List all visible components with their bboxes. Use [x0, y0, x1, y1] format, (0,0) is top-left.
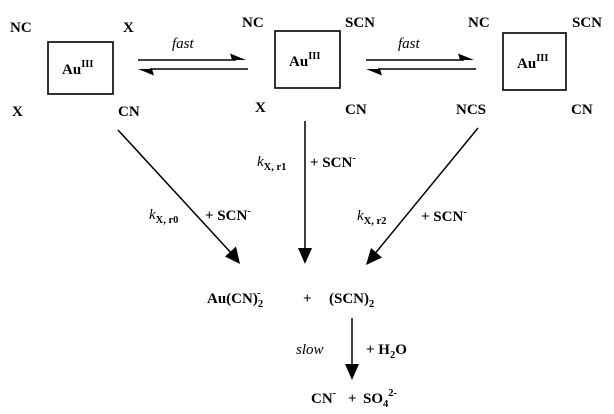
complex-2: AuIII NC SCN X CN [242, 15, 375, 118]
reverse-half-arrowhead [138, 69, 154, 76]
complex-3-ligand-bottom-right: CN [571, 102, 593, 118]
cyanide-product: CN- [311, 388, 337, 407]
rate-constant-r0: kX, r0 [149, 207, 178, 226]
complex-2-ligand-bottom-right: CN [345, 102, 367, 118]
complex-1-ligand-bottom-left: X [12, 104, 23, 120]
complex-1-box [47, 41, 114, 95]
arrowhead [366, 248, 382, 265]
sulfate-product: SO42- [363, 388, 398, 410]
complex-3-center: AuIII [517, 53, 548, 72]
complex-3-ligand-top-left: NC [468, 15, 490, 31]
equilibrium-arrow-2: fast [366, 36, 476, 76]
gold-dicyanide-product: Au(CN)2- [207, 288, 263, 310]
complex-2-ligand-top-left: NC [242, 15, 264, 31]
reverse-half-arrowhead [366, 69, 382, 76]
rate-arrow-r1: kX, r1 + SCN- [257, 121, 356, 264]
hydrolysis-arrow: slow + H2O [296, 318, 407, 380]
rate-constant-r1: kX, r1 [257, 154, 286, 173]
complex-1-center: AuIII [62, 59, 93, 78]
complex-1-ligand-top-right: X [123, 20, 134, 36]
complex-1-ligand-top-left: NC [10, 20, 32, 36]
reagent-r1: + SCN- [310, 153, 356, 171]
complex-2-box [274, 30, 341, 89]
rate-constant-r2: kX, r2 [357, 208, 386, 227]
products-plus: + [303, 291, 312, 307]
complex-3-ligand-top-right: SCN [572, 15, 602, 31]
complex-3-box [502, 32, 567, 91]
reagent-r0: + SCN- [205, 206, 251, 224]
complex-2-ligand-bottom-left: X [255, 100, 266, 116]
equilibrium-1-label: fast [172, 36, 195, 52]
forward-half-arrowhead [458, 53, 474, 60]
forward-half-arrowhead [230, 53, 246, 60]
water-reagent: + H2O [366, 342, 407, 361]
complex-3: AuIII NC SCN NCS CN [456, 15, 602, 118]
equilibrium-arrow-1: fast [138, 36, 248, 76]
thiocyanogen-product: (SCN)2 [329, 291, 374, 310]
arrowhead [345, 364, 359, 380]
complex-3-ligand-bottom-left: NCS [456, 102, 486, 118]
rate-arrow-r2: kX, r2 + SCN- [357, 127, 479, 265]
reagent-r2: + SCN- [421, 207, 467, 225]
complex-1: AuIII NC X X CN [10, 20, 140, 120]
rate-arrow-r0: kX, r0 + SCN- [117, 129, 251, 264]
final-products: CN- + SO42- [311, 388, 398, 410]
products: Au(CN)2- + (SCN)2 [207, 288, 374, 310]
arrowhead [298, 248, 312, 264]
complex-2-center: AuIII [289, 51, 320, 70]
equilibrium-2-label: fast [398, 36, 421, 52]
arrowhead [225, 246, 240, 264]
complex-1-ligand-bottom-right: CN [118, 104, 140, 120]
final-plus: + [348, 391, 357, 407]
complex-2-ligand-top-right: SCN [345, 15, 375, 31]
hydrolysis-label: slow [296, 342, 324, 358]
